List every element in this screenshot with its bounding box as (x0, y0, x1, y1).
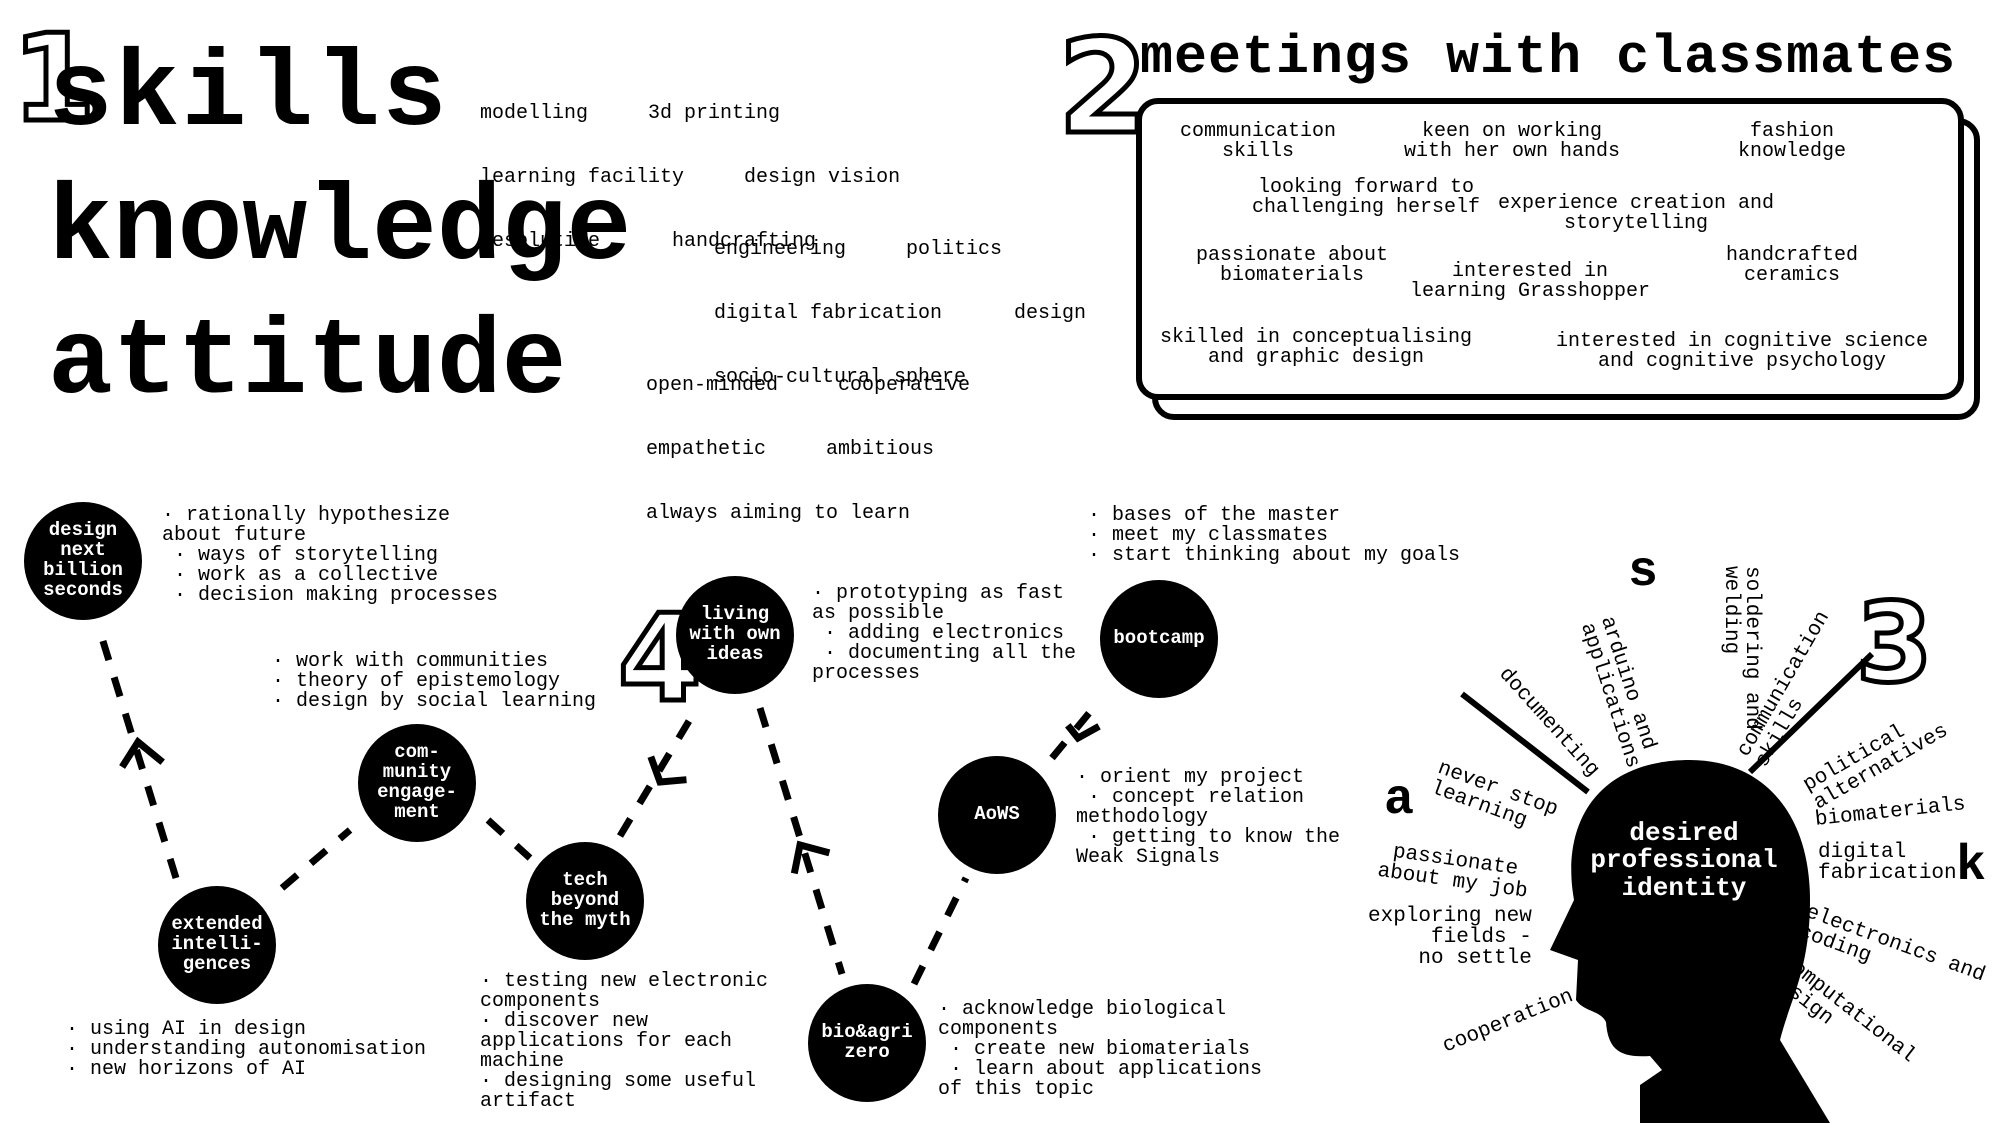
meeting-item: passionate about biomaterials (1196, 244, 1389, 287)
node-aows: AoWS (938, 756, 1056, 874)
arrowhead (119, 736, 165, 769)
attitude-heading: attitude (48, 303, 567, 425)
attitude-letter: a (1384, 772, 1415, 829)
arrowhead (790, 840, 831, 875)
connector-line (616, 714, 696, 838)
notes-tech-beyond-the-myth: · testing new electronic components · di… (480, 970, 769, 1113)
attitude-line: open-minded cooperative (646, 374, 971, 397)
section-number-2: 2 (1055, 11, 1150, 163)
knowledge-line: digital fabrication design (714, 302, 1087, 325)
knowledge-line: engineering politics (714, 238, 1003, 261)
notes-bootcamp: · bases of the master · meet my classmat… (1088, 504, 1461, 567)
attitude-line: always aiming to learn (646, 502, 911, 525)
connector-line (756, 706, 846, 976)
knowledge-letter: k (1956, 838, 1987, 895)
knowledge-heading: knowledge (48, 169, 632, 291)
node-design-next-billion-seconds: design next billion seconds (24, 502, 142, 620)
meeting-item: skilled in conceptualising and graphic d… (1160, 326, 1473, 369)
connector-line (279, 827, 353, 891)
ray-line (1460, 691, 1590, 795)
head-center-label: desired professional identity (1590, 818, 1778, 903)
meeting-item: interested in cognitive science and cogn… (1556, 330, 1929, 373)
meeting-item: communication skills (1180, 120, 1337, 163)
arrowhead (647, 755, 687, 786)
section-number-3: 3 (1854, 579, 1936, 707)
node-living-with-own-ideas: living with own ideas (676, 576, 794, 694)
node-tech-beyond-the-myth: tech beyond the myth (526, 842, 644, 960)
meetings-box (1136, 98, 1964, 400)
ray-label-skill: soldering and welding (1719, 566, 1763, 730)
notes-design-next-billion-seconds: · rationally hypothesize about future · … (162, 504, 499, 607)
skills-line: resolutive handcrafting (480, 230, 817, 253)
node-bootcamp: bootcamp (1100, 580, 1218, 698)
connector-line (910, 876, 970, 986)
connector-line (98, 636, 180, 880)
notes-aows: · orient my project · concept relation m… (1076, 766, 1341, 869)
node-extended-intelligences: extended intelli- gences (158, 886, 276, 1004)
knowledge-line: socio-cultural sphere (714, 366, 967, 389)
skills-heading: skills (48, 35, 449, 157)
knowledge-list: engineering politics digital fabrication… (714, 200, 1086, 408)
meeting-item: handcrafted ceramics (1726, 244, 1859, 287)
skills-line: modelling 3d printing (480, 102, 781, 125)
connector-line (1049, 709, 1093, 761)
notes-living-with-own-ideas: · prototyping as fast as possible · addi… (812, 582, 1077, 685)
skills-list: modelling 3d printing learning facility … (480, 64, 900, 272)
node-bio-agri-zero: bio&agri zero (808, 984, 926, 1102)
notes-community-engagement: · work with communities · theory of epis… (272, 650, 597, 713)
meetings-heading: meetings with classmates (1140, 26, 1957, 89)
attitude-list: open-minded cooperative empathetic ambit… (646, 336, 970, 544)
meeting-item: fashion knowledge (1738, 120, 1847, 163)
notes-bio-agri-zero: · acknowledge biological components · cr… (938, 998, 1263, 1101)
arrowhead (1065, 723, 1101, 743)
attitude-line: empathetic ambitious (646, 438, 935, 461)
ray-label-attitude: exploring new fields - no settle (1368, 905, 1532, 970)
ray-line (1747, 651, 1875, 775)
meeting-item: interested in learning Grasshopper (1410, 260, 1651, 303)
node-community-engagement: com- munity engage- ment (358, 724, 476, 842)
skills-letter: s (1628, 544, 1659, 601)
meeting-item: experience creation and storytelling (1498, 192, 1775, 235)
section-number-1: 1 (10, 10, 98, 149)
ray-label-knowledge: digital fabrication (1818, 841, 1957, 885)
skills-line: learning facility design vision (480, 166, 901, 189)
notes-extended-intelligences: · using AI in design · understanding aut… (66, 1018, 427, 1081)
connector-line (485, 817, 533, 861)
meeting-item: looking forward to challenging herself (1252, 176, 1481, 219)
meeting-item: keen on working with her own hands (1404, 120, 1621, 163)
